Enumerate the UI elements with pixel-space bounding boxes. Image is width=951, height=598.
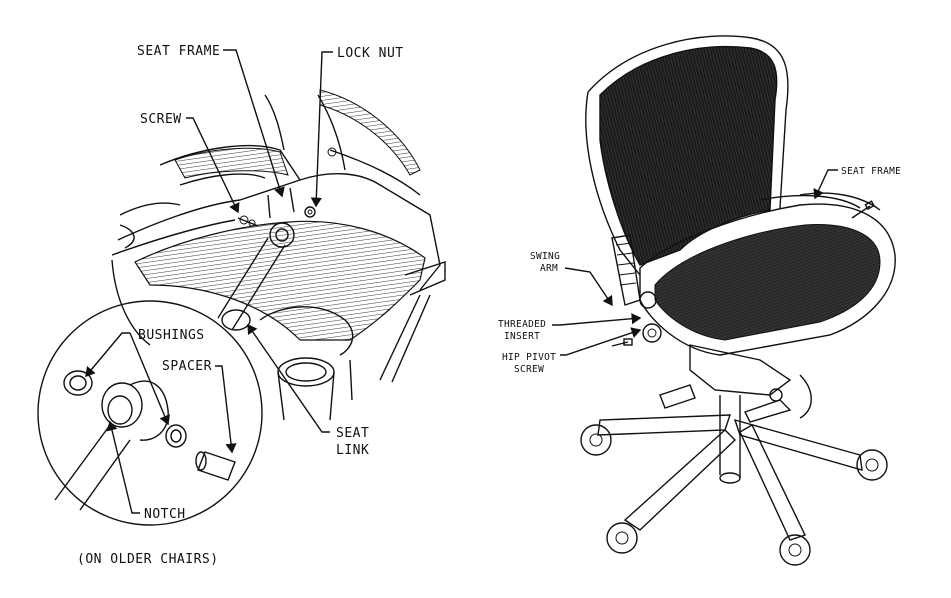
chair-base xyxy=(580,388,888,566)
label-threaded-insert-line1: THREADED xyxy=(498,319,546,330)
label-hip-pivot-screw-line1: HIP PIVOT xyxy=(502,352,556,363)
left-leader-lines xyxy=(85,49,333,514)
hip-pivot-screw-part xyxy=(611,338,633,347)
label-notch: NOTCH xyxy=(144,507,186,522)
label-spacer: SPACER xyxy=(162,359,212,374)
detail-circle xyxy=(37,300,263,526)
label-seat-frame-left: SEAT FRAME xyxy=(137,44,220,59)
seat-link-part xyxy=(217,222,295,331)
chair-back xyxy=(585,35,789,276)
label-swing-arm-line1: SWING xyxy=(530,251,560,262)
label-swing-arm-line2: ARM xyxy=(540,263,558,274)
right-figure: SEAT FRAME SWING ARM THREADED INSERT HIP… xyxy=(498,35,901,566)
label-screw: SCREW xyxy=(140,112,182,127)
label-threaded-insert-line2: INSERT xyxy=(504,331,540,342)
label-seat-link-line2: LINK xyxy=(336,443,369,458)
label-bushings: BUSHINGS xyxy=(138,328,205,343)
screw-part xyxy=(237,187,295,227)
chair-seat xyxy=(639,192,896,356)
caption-older-chairs: (ON OLDER CHAIRS) xyxy=(77,552,219,567)
left-figure: SEAT FRAME LOCK NUT SCREW BUSHINGS SPACE… xyxy=(37,44,446,567)
label-seat-frame-right: SEAT FRAME xyxy=(841,166,901,177)
chair-mechanism xyxy=(659,344,812,484)
left-chair-body xyxy=(111,89,446,383)
seat-link-hub xyxy=(259,306,354,421)
lock-nut-part xyxy=(304,147,337,218)
label-hip-pivot-screw-line2: SCREW xyxy=(514,364,544,375)
label-seat-link-line1: SEAT xyxy=(336,426,369,441)
label-lock-nut: LOCK NUT xyxy=(337,46,404,61)
seat-frame-screw xyxy=(851,200,875,219)
right-leader-lines xyxy=(552,169,838,356)
swing-arm-part xyxy=(611,234,662,343)
